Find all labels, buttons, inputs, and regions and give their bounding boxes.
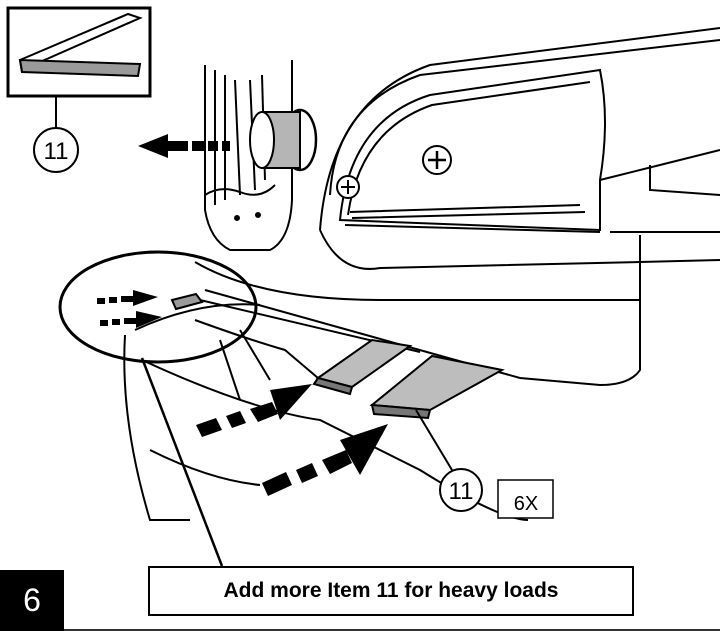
quantity-label: 6X [514, 493, 538, 515]
screw-icon [336, 175, 360, 199]
screw-icon [422, 145, 452, 175]
spacer-pad-small [170, 292, 204, 311]
heavy-load-note: Add more Item 11 for heavy loads [148, 566, 634, 616]
step-number: 6 [0, 570, 64, 631]
adjustable-foot [249, 108, 318, 172]
arrow-right-icon [196, 384, 312, 437]
note-leader [140, 357, 224, 567]
callout-inset-item: 11 [33, 127, 79, 173]
callout-main-label: 11 [449, 478, 474, 505]
arrow-left-icon [138, 134, 230, 158]
quantity-box: 6X [497, 479, 554, 519]
spacer-pad-right [369, 354, 505, 420]
appliance-rear [204, 60, 293, 251]
spacer-pad-inset-icon [18, 12, 143, 78]
appliance-housing [319, 27, 720, 270]
inset-detail [6, 6, 152, 128]
arrow-right-icon [97, 290, 158, 306]
spacer-pad-left [312, 338, 413, 396]
highlight-circle [58, 250, 258, 364]
arrow-right-icon [262, 424, 388, 496]
callout-main-item: 11 [415, 409, 483, 512]
bottom-divider [64, 629, 720, 631]
arrow-right-icon [100, 311, 162, 328]
callout-inset-label: 11 [44, 138, 69, 165]
